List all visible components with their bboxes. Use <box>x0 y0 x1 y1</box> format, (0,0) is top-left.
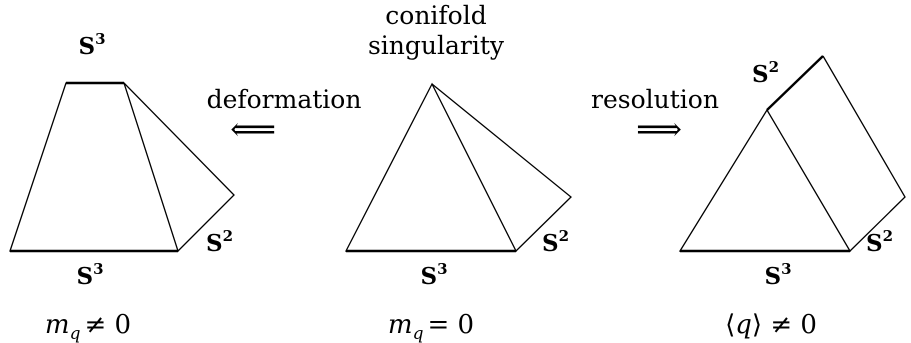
right-s2-label: S2 <box>866 227 893 257</box>
middle-s2-label: S2 <box>542 227 569 257</box>
left-top-s3-label: S3 <box>78 30 105 60</box>
conifold-label-line1: conifold <box>385 1 486 30</box>
conifold-singularity-shape <box>344 82 572 253</box>
right-bottom-s3-label: S3 <box>764 260 791 290</box>
right-equation: ⟨q⟩ ≠ 0 <box>725 310 817 340</box>
resolved-conifold-shape <box>678 55 906 253</box>
deformation-label: deformation <box>207 85 362 114</box>
deformation-arrow-icon: ⟸ <box>230 110 276 148</box>
middle-equation: mq= 0 <box>388 310 474 343</box>
resolution-arrow-icon: ⟹ <box>636 110 682 148</box>
left-equation: mq≠ 0 <box>45 310 131 343</box>
deformed-conifold-shape <box>9 81 235 253</box>
middle-bottom-s3-label: S3 <box>420 260 447 290</box>
conifold-label-line2: singularity <box>368 31 505 60</box>
left-s2-label: S2 <box>206 227 233 257</box>
right-top-s2-label: S2 <box>752 58 779 88</box>
left-bottom-s3-label: S3 <box>76 260 103 290</box>
resolution-label: resolution <box>591 85 719 114</box>
